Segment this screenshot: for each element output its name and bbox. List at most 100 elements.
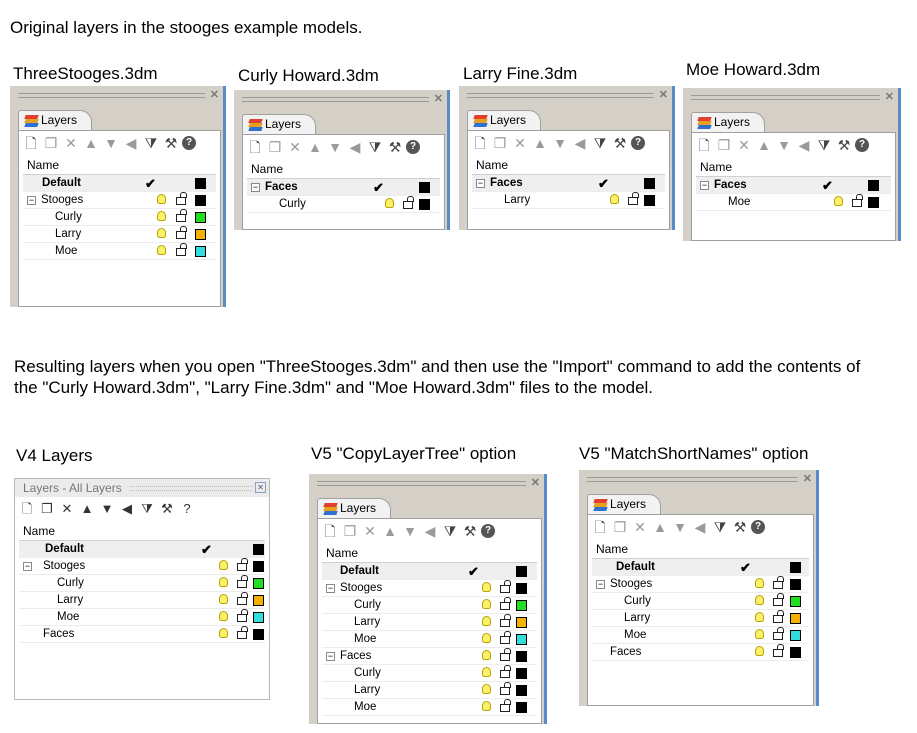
color-swatch[interactable] bbox=[644, 178, 655, 189]
tools-icon[interactable]: ⚒ bbox=[837, 137, 851, 153]
lock-icon[interactable] bbox=[176, 226, 187, 239]
move-out-icon[interactable]: ◀ bbox=[122, 501, 132, 516]
layer-row-default[interactable]: Default ✔ bbox=[592, 559, 809, 576]
help-icon[interactable]: ? bbox=[481, 524, 495, 538]
bulb-icon[interactable] bbox=[157, 245, 166, 255]
layer-row-larry[interactable]: Larry bbox=[472, 192, 665, 209]
color-swatch[interactable] bbox=[195, 212, 206, 223]
lock-icon[interactable] bbox=[176, 209, 187, 222]
lock-icon[interactable] bbox=[628, 192, 639, 205]
move-out-icon[interactable]: ◀ bbox=[694, 519, 706, 535]
color-swatch[interactable] bbox=[516, 600, 527, 611]
lock-icon[interactable] bbox=[176, 192, 187, 205]
lock-icon[interactable] bbox=[773, 593, 784, 606]
new-layer-icon[interactable]: 🗋 bbox=[21, 501, 33, 516]
bulb-icon[interactable] bbox=[219, 611, 228, 621]
current-check-icon[interactable]: ✔ bbox=[598, 176, 609, 191]
filter-icon[interactable]: ⧩ bbox=[144, 135, 158, 151]
layer-row-faces[interactable]: Faces bbox=[19, 626, 265, 643]
bulb-icon[interactable] bbox=[219, 594, 228, 604]
lock-icon[interactable] bbox=[500, 665, 511, 678]
layer-row-moe[interactable]: Moe bbox=[322, 699, 537, 716]
lock-icon[interactable] bbox=[500, 699, 511, 712]
bulb-icon[interactable] bbox=[482, 616, 491, 626]
delete-icon[interactable]: ✕ bbox=[364, 523, 376, 539]
filter-icon[interactable]: ⧩ bbox=[593, 135, 607, 151]
bulb-icon[interactable] bbox=[157, 194, 166, 204]
new-sublayer-icon[interactable]: ❐ bbox=[44, 135, 58, 151]
delete-icon[interactable]: ✕ bbox=[738, 137, 750, 153]
panel-grip[interactable] bbox=[587, 477, 798, 482]
layer-row-larry[interactable]: Larry bbox=[322, 614, 537, 631]
move-up-icon[interactable]: ▲ bbox=[84, 135, 98, 151]
color-swatch[interactable] bbox=[195, 195, 206, 206]
new-layer-icon[interactable]: 🗋 bbox=[474, 135, 486, 151]
color-swatch[interactable] bbox=[253, 578, 264, 589]
layer-row-curly[interactable]: Curly bbox=[322, 665, 537, 682]
filter-icon[interactable]: ⧩ bbox=[141, 501, 153, 516]
layer-row-default[interactable]: Default ✔ bbox=[322, 563, 537, 580]
layer-row-stooges[interactable]: − Stooges bbox=[322, 580, 537, 597]
bulb-icon[interactable] bbox=[755, 578, 764, 588]
move-out-icon[interactable]: ◀ bbox=[125, 135, 137, 151]
bulb-icon[interactable] bbox=[755, 595, 764, 605]
layer-row-moe[interactable]: Moe bbox=[696, 194, 891, 211]
tools-icon[interactable]: ⚒ bbox=[161, 501, 173, 516]
panel-grip[interactable] bbox=[18, 93, 205, 98]
move-up-icon[interactable]: ▲ bbox=[533, 135, 547, 151]
close-icon[interactable]: ✕ bbox=[802, 473, 812, 485]
lock-icon[interactable] bbox=[176, 243, 187, 256]
collapse-icon[interactable]: − bbox=[251, 182, 260, 192]
lock-icon[interactable] bbox=[237, 575, 248, 588]
bulb-icon[interactable] bbox=[219, 560, 228, 570]
move-out-icon[interactable]: ◀ bbox=[798, 137, 810, 153]
color-swatch[interactable] bbox=[253, 612, 264, 623]
color-swatch[interactable] bbox=[253, 544, 264, 555]
color-swatch[interactable] bbox=[516, 583, 527, 594]
delete-icon[interactable]: ✕ bbox=[289, 139, 301, 155]
tab-layers[interactable]: Layers bbox=[18, 110, 93, 130]
move-down-icon[interactable]: ▼ bbox=[553, 135, 567, 151]
color-swatch[interactable] bbox=[790, 613, 801, 624]
bulb-icon[interactable] bbox=[482, 667, 491, 677]
bulb-icon[interactable] bbox=[482, 684, 491, 694]
delete-icon[interactable]: ✕ bbox=[65, 135, 77, 151]
column-header-name[interactable]: Name bbox=[472, 155, 665, 175]
current-check-icon[interactable]: ✔ bbox=[468, 564, 479, 579]
column-header-name[interactable]: Name bbox=[696, 157, 891, 177]
filter-icon[interactable]: ⧩ bbox=[443, 523, 457, 539]
color-swatch[interactable] bbox=[790, 562, 801, 573]
help-icon[interactable]: ? bbox=[183, 501, 191, 516]
new-sublayer-icon[interactable]: ❐ bbox=[268, 139, 282, 155]
new-sublayer-icon[interactable]: ❐ bbox=[493, 135, 507, 151]
new-sublayer-icon[interactable]: ❐ bbox=[613, 519, 627, 535]
move-down-icon[interactable]: ▼ bbox=[104, 135, 118, 151]
color-swatch[interactable] bbox=[516, 634, 527, 645]
lock-icon[interactable] bbox=[500, 648, 511, 661]
layer-row-moe[interactable]: Moe bbox=[23, 243, 216, 260]
move-out-icon[interactable]: ◀ bbox=[349, 139, 361, 155]
color-swatch[interactable] bbox=[195, 246, 206, 257]
delete-icon[interactable]: ✕ bbox=[514, 135, 526, 151]
layer-row-faces[interactable]: Faces bbox=[592, 644, 809, 661]
bulb-icon[interactable] bbox=[219, 628, 228, 638]
color-swatch[interactable] bbox=[419, 199, 430, 210]
layer-row-faces[interactable]: − Faces ✔ bbox=[696, 177, 891, 194]
bulb-icon[interactable] bbox=[610, 194, 619, 204]
color-swatch[interactable] bbox=[868, 180, 879, 191]
new-sublayer-icon[interactable]: ❐ bbox=[343, 523, 357, 539]
new-layer-icon[interactable]: 🗋 bbox=[698, 137, 710, 153]
move-down-icon[interactable]: ▼ bbox=[328, 139, 342, 155]
layer-row-default[interactable]: Default ✔ bbox=[23, 175, 216, 192]
bulb-icon[interactable] bbox=[755, 612, 764, 622]
filter-icon[interactable]: ⧩ bbox=[713, 519, 727, 535]
new-layer-icon[interactable]: 🗋 bbox=[594, 519, 606, 535]
collapse-icon[interactable]: − bbox=[23, 561, 32, 571]
move-out-icon[interactable]: ◀ bbox=[424, 523, 436, 539]
move-up-icon[interactable]: ▲ bbox=[757, 137, 771, 153]
lock-icon[interactable] bbox=[773, 627, 784, 640]
move-up-icon[interactable]: ▲ bbox=[383, 523, 397, 539]
layer-row-larry[interactable]: Larry bbox=[322, 682, 537, 699]
tools-icon[interactable]: ⚒ bbox=[388, 139, 402, 155]
tab-layers[interactable]: Layers bbox=[317, 498, 392, 518]
